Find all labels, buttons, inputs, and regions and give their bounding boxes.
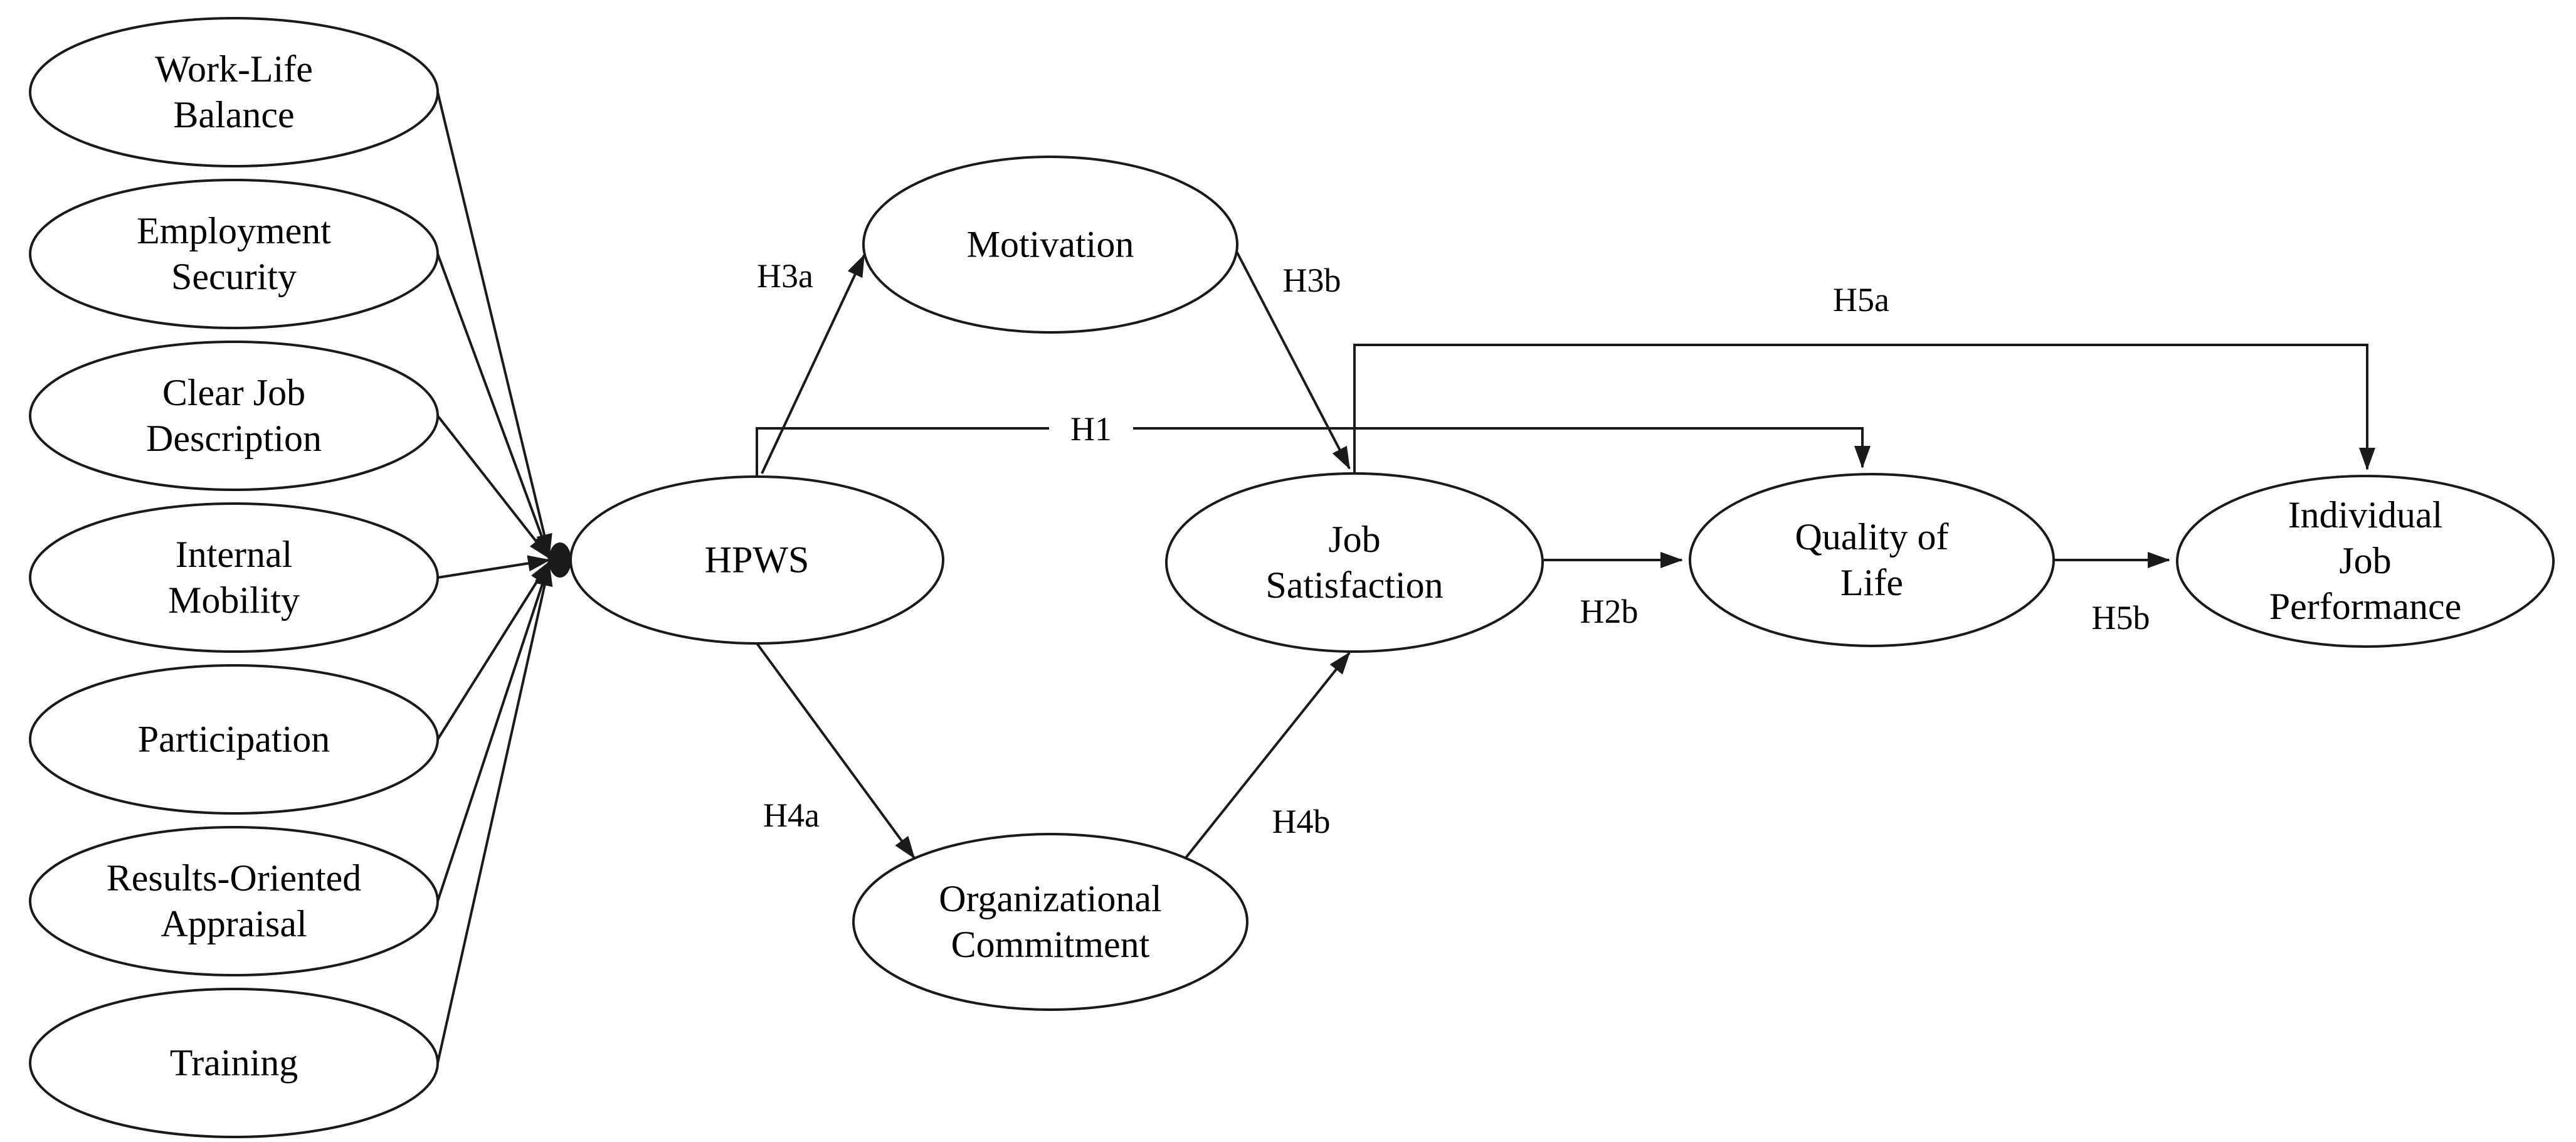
ellipse-organizational-commitment xyxy=(852,833,1248,1011)
construct-label-job-satisfaction: Job Satisfaction xyxy=(1265,518,1444,606)
indicator-label-participation: Participation xyxy=(137,718,330,760)
indicator-label-training: Training xyxy=(169,1042,298,1084)
construct-label-motivation: Motivation xyxy=(966,223,1134,265)
indicator-label-results-oriented-appraisal: Results-Oriented Appraisal xyxy=(106,857,362,944)
indicator-line-employment-security xyxy=(436,253,551,558)
hypothesis-label-h1: H1 xyxy=(1049,410,1133,448)
indicator-label-employment-security: Employment Security xyxy=(137,209,331,297)
indicator-line-training xyxy=(436,563,553,1064)
indicator-line-internal-mobility xyxy=(437,555,551,579)
edge-h1-hpws-to-quality-of-life xyxy=(756,427,1871,477)
hypothesis-label-h5a: H5a xyxy=(1833,281,1889,319)
edge-h3b-motivation-to-job-satisfaction xyxy=(1235,250,1351,470)
indicator-line-results-oriented-appraisal xyxy=(436,562,551,902)
ellipse-participation xyxy=(29,664,439,815)
ellipse-internal-mobility xyxy=(29,502,439,653)
ellipse-training xyxy=(29,988,439,1138)
indicator-line-work-life-balance xyxy=(436,92,552,557)
hypothesis-label-h4b: H4b xyxy=(1272,803,1331,840)
hypothesis-label-h3b: H3b xyxy=(1282,262,1341,299)
hypothesis-label-h4a: H4a xyxy=(763,796,820,834)
indicator-label-clear-job-description: Clear Job Description xyxy=(146,371,322,459)
ellipse-quality-of-life xyxy=(1689,473,2055,647)
ellipse-results-oriented-appraisal xyxy=(29,826,439,976)
ellipse-clear-job-description xyxy=(29,341,439,491)
hypothesis-label-h3a: H3a xyxy=(757,257,813,295)
edge-h4a-hpws-to-organizational-commitment xyxy=(756,642,916,859)
indicator-label-work-life-balance: Work-Life Balance xyxy=(155,48,313,135)
edge-h5a-job-satisfaction-to-individual-job-performance xyxy=(1353,344,2375,473)
ellipse-individual-job-performance xyxy=(2176,475,2555,648)
construct-label-quality-of-life: Quality of Life xyxy=(1795,515,1949,603)
indicator-line-clear-job-description xyxy=(436,415,551,559)
edge-h3a-hpws-to-motivation xyxy=(761,254,865,474)
construct-label-individual-job-performance: Individual Job Performance xyxy=(2269,494,2462,628)
ellipse-work-life-balance xyxy=(29,17,439,167)
convergence-dot xyxy=(549,542,571,578)
construct-label-organizational-commitment: Organizational Commitment xyxy=(939,877,1162,965)
ellipse-job-satisfaction xyxy=(1165,472,1544,653)
construct-label-hpws: HPWS xyxy=(704,539,810,581)
indicator-label-internal-mobility: Internal Mobility xyxy=(167,533,300,621)
hypothesis-label-h2b: H2b xyxy=(1580,593,1639,630)
ellipse-motivation xyxy=(862,156,1238,334)
indicator-line-participation xyxy=(436,561,551,741)
hypothesis-label-h5b: H5b xyxy=(2091,599,2150,637)
ellipse-employment-security xyxy=(29,179,439,329)
edge-h4b-organizational-commitment-to-job-satisfaction xyxy=(1184,652,1351,860)
